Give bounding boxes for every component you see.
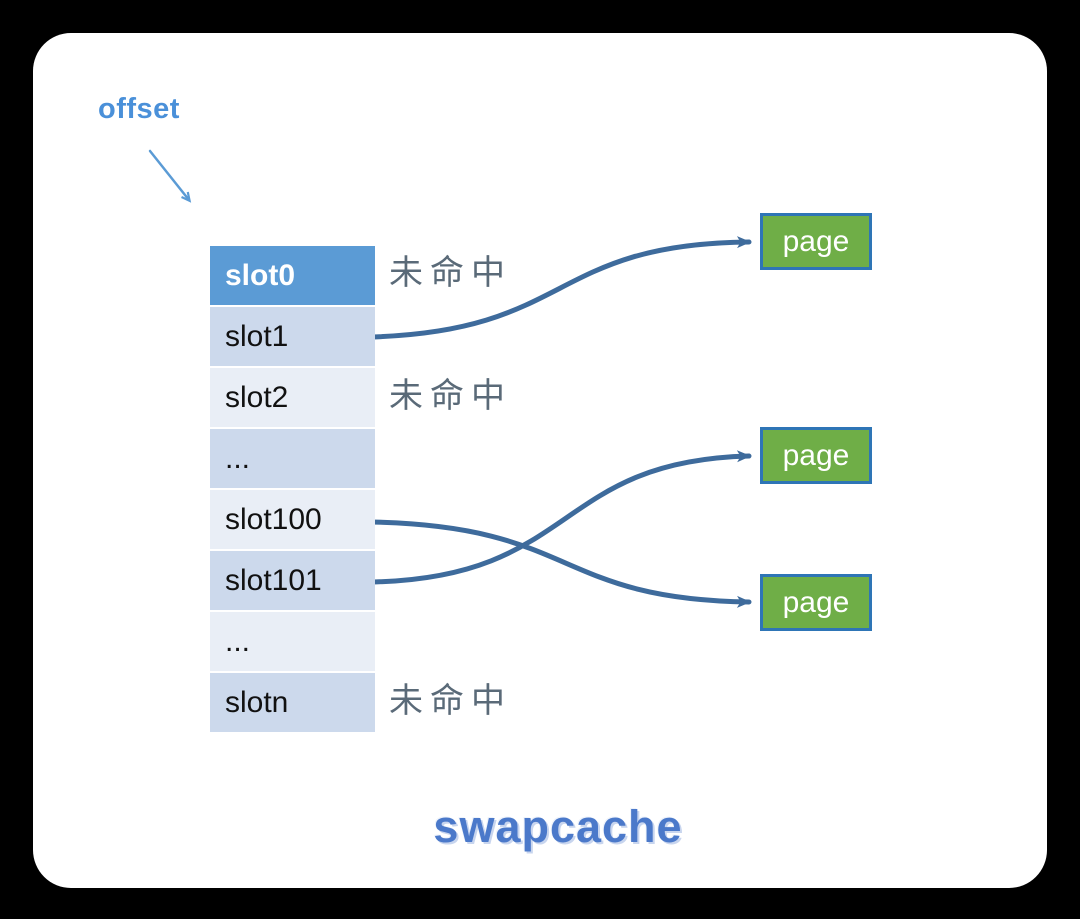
slot-row-slot0: slot0	[210, 246, 375, 305]
page-box-2: page	[760, 427, 872, 484]
arrow-slot101-to-page2	[368, 450, 752, 585]
arrow-slot100-to-page3	[368, 519, 752, 608]
slot-row-slot2: slot2	[210, 368, 375, 427]
slot-label: slot1	[225, 320, 289, 353]
slot-label: slot0	[225, 259, 296, 292]
slot-table: slot0 slot1 slot2 ... slot100 slot101 ..…	[210, 246, 375, 734]
slot-row-ellipsis-1: ...	[210, 429, 375, 488]
slot-label: slot101	[225, 564, 322, 597]
miss-annotation-slot2: 未命中	[389, 378, 512, 415]
diagram-title: swapcache	[433, 801, 683, 852]
miss-annotation-slotn: 未命中	[389, 683, 512, 720]
slot-row-slot100: slot100	[210, 490, 375, 549]
page-box-1: page	[760, 213, 872, 270]
slot-label: slot100	[225, 503, 322, 536]
slot-label: ...	[225, 442, 251, 475]
slot-row-slot1: slot1	[210, 307, 375, 366]
diagram-card: offset slot0 slot1	[33, 33, 1047, 888]
slot-row-slotn: slotn	[210, 673, 375, 732]
page-box-3: page	[760, 574, 872, 631]
miss-annotation-slot0: 未命中	[389, 255, 512, 292]
slot-row-ellipsis-2: ...	[210, 612, 375, 671]
offset-label: offset	[98, 93, 180, 125]
slot-label: slot2	[225, 381, 289, 414]
slot-label: ...	[225, 625, 251, 658]
offset-pointer-arrow	[148, 149, 192, 203]
connector-layer	[148, 149, 752, 608]
slot-row-slot101: slot101	[210, 551, 375, 610]
slot-label: slotn	[225, 686, 289, 719]
